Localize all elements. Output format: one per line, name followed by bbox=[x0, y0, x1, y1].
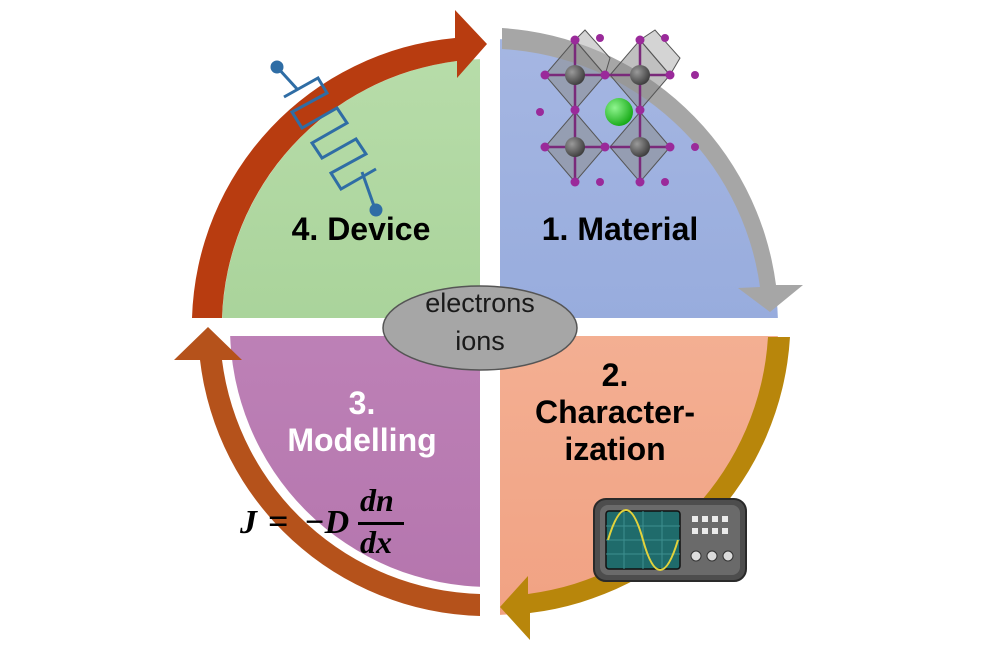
quadrant-device bbox=[222, 59, 480, 318]
arrow-device bbox=[192, 10, 487, 318]
characterization-label-line2: Character- bbox=[534, 393, 696, 430]
resistor-icon bbox=[270, 60, 383, 217]
perovskite-crystal-icon bbox=[536, 29, 699, 187]
material-label: 1. Material bbox=[541, 211, 699, 247]
characterization-label: 2. Character- ization bbox=[505, 357, 725, 467]
equation-numerator: dn bbox=[360, 482, 394, 518]
oscilloscope-icon bbox=[593, 498, 747, 582]
characterization-label-line3: ization bbox=[564, 430, 666, 467]
device-label: 4. Device bbox=[291, 211, 431, 247]
quadrant-modelling bbox=[230, 336, 480, 587]
equation-equals: = bbox=[268, 501, 289, 541]
equation-fraction-bar bbox=[358, 522, 404, 525]
center-label-electrons: electrons bbox=[425, 288, 535, 318]
modelling-label: 3. Modelling bbox=[262, 385, 462, 459]
diffusion-equation: J = −D dn dx bbox=[238, 478, 418, 568]
modelling-label-line2: Modelling bbox=[287, 421, 437, 458]
center-ellipse bbox=[382, 285, 578, 371]
equation-lhs: J bbox=[240, 504, 257, 541]
arrow-modelling bbox=[174, 327, 480, 616]
quadrant-characterization bbox=[500, 336, 778, 615]
center-label-ions: ions bbox=[455, 326, 505, 356]
equation-coefficient: −D bbox=[304, 504, 350, 541]
equation-denominator: dx bbox=[360, 524, 392, 560]
arrow-characterization bbox=[500, 337, 790, 640]
characterization-label-line1: 2. bbox=[601, 357, 629, 393]
modelling-label-line1: 3. bbox=[348, 385, 376, 421]
